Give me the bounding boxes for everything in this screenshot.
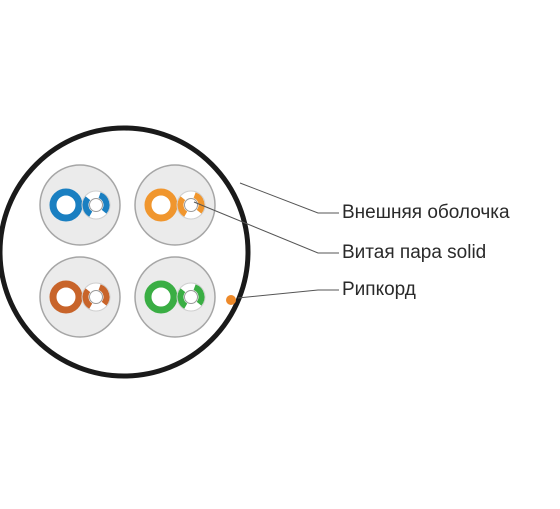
blue-pair-stripe-2 bbox=[82, 196, 93, 217]
leader-lines bbox=[193, 182, 339, 299]
green-pair bbox=[134, 256, 216, 338]
blue-pair-stripe-1 bbox=[98, 192, 110, 214]
label-outer-jacket: Внешняя оболочка bbox=[342, 202, 510, 223]
label-ripcord: Рипкорд bbox=[342, 279, 416, 300]
orange-pair bbox=[134, 164, 216, 246]
orange-pair-stripe-1 bbox=[193, 192, 205, 214]
orange-pair-solid-wire bbox=[144, 188, 178, 222]
leader-line-twisted-pair bbox=[193, 201, 339, 254]
green-pair-striped-core bbox=[184, 290, 198, 304]
leader-line-ripcord bbox=[237, 289, 339, 299]
brown-pair bbox=[39, 256, 121, 338]
green-pair-stripe-1 bbox=[193, 284, 205, 306]
blue-pair bbox=[39, 164, 121, 246]
blue-pair-solid-wire bbox=[49, 188, 83, 222]
twisted-pairs-group bbox=[39, 164, 216, 338]
brown-pair-solid-wire bbox=[49, 280, 83, 314]
label-twisted-pair: Витая пара solid bbox=[342, 242, 487, 263]
green-pair-stripe-2 bbox=[177, 288, 188, 309]
orange-pair-stripe-2 bbox=[177, 196, 188, 217]
brown-pair-stripe-2 bbox=[82, 288, 93, 309]
green-pair-solid-wire bbox=[144, 280, 178, 314]
orange-pair-striped-core bbox=[184, 198, 198, 212]
outer-jacket-circle bbox=[0, 125, 251, 379]
blue-pair-striped-core bbox=[89, 198, 103, 212]
ripcord-dot bbox=[226, 295, 236, 305]
brown-pair-striped-core bbox=[89, 290, 103, 304]
brown-pair-stripe-1 bbox=[98, 284, 110, 306]
leader-line-outer-jacket bbox=[239, 182, 339, 214]
